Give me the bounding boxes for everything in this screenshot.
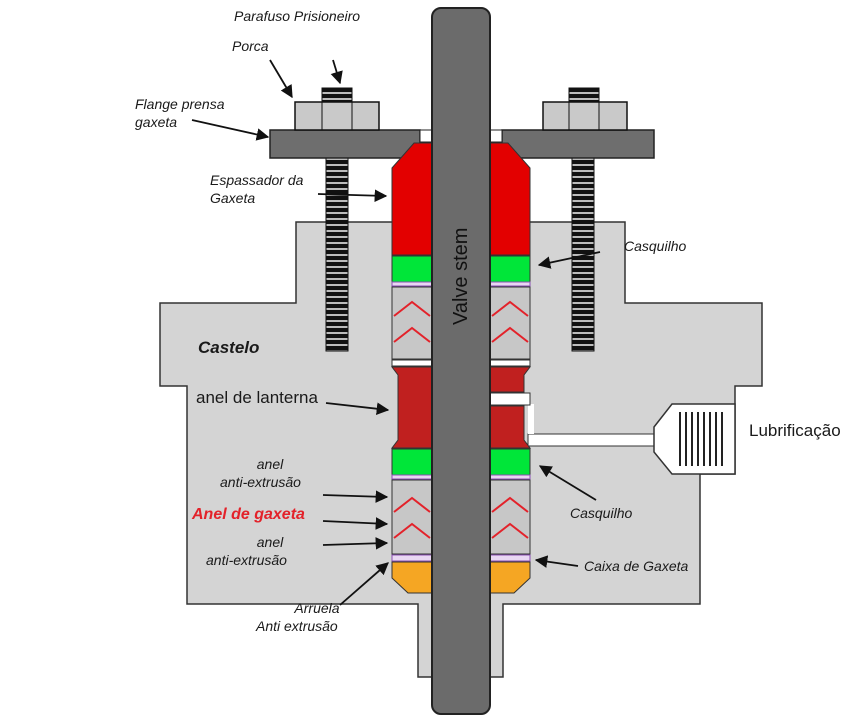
label-espassador-line2: Gaxeta: [210, 190, 256, 206]
nut-left: [294, 87, 380, 131]
label-parafuso-prisioneiro: Parafuso Prisioneiro: [234, 8, 361, 24]
label-anel-lanterna: anel de lanterna: [196, 388, 318, 407]
label-lubrificacao: Lubrificação: [749, 421, 841, 440]
valve-stem-label: Valve stem: [450, 228, 472, 325]
label-anti-extrusao-1-line2: anti-extrusão: [220, 474, 301, 490]
label-flange-line1: Flange prensa: [135, 96, 225, 112]
label-arruela-line1: Arruela: [294, 600, 340, 616]
label-anti-extrusao-1-line1: anel: [256, 456, 284, 472]
leader-arrows: [191, 59, 601, 606]
label-casquilho-top: Casquilho: [624, 238, 687, 254]
label-casquilho-bottom: Casquilho: [570, 505, 633, 521]
packing-stack-right: [489, 142, 531, 594]
label-castelo: Castelo: [198, 338, 260, 357]
label-caixa-gaxeta: Caixa de Gaxeta: [584, 558, 689, 574]
label-espassador-line1: Espassador da: [210, 172, 304, 188]
label-porca: Porca: [232, 38, 269, 54]
gland-flange: [269, 129, 655, 159]
label-anti-extrusao-2-line1: anel: [256, 534, 284, 550]
nut-right: [542, 87, 628, 131]
label-anti-extrusao-2-line2: anti-extrusão: [206, 552, 287, 568]
lubrication-port: [527, 403, 736, 475]
valve-stem: [431, 7, 491, 715]
label-anel-gaxeta: Anel de gaxeta: [192, 506, 305, 523]
label-arruela-line2: Anti extrusão: [256, 618, 338, 634]
packing-stack-left: [391, 142, 433, 594]
label-flange-line2: gaxeta: [135, 114, 178, 130]
